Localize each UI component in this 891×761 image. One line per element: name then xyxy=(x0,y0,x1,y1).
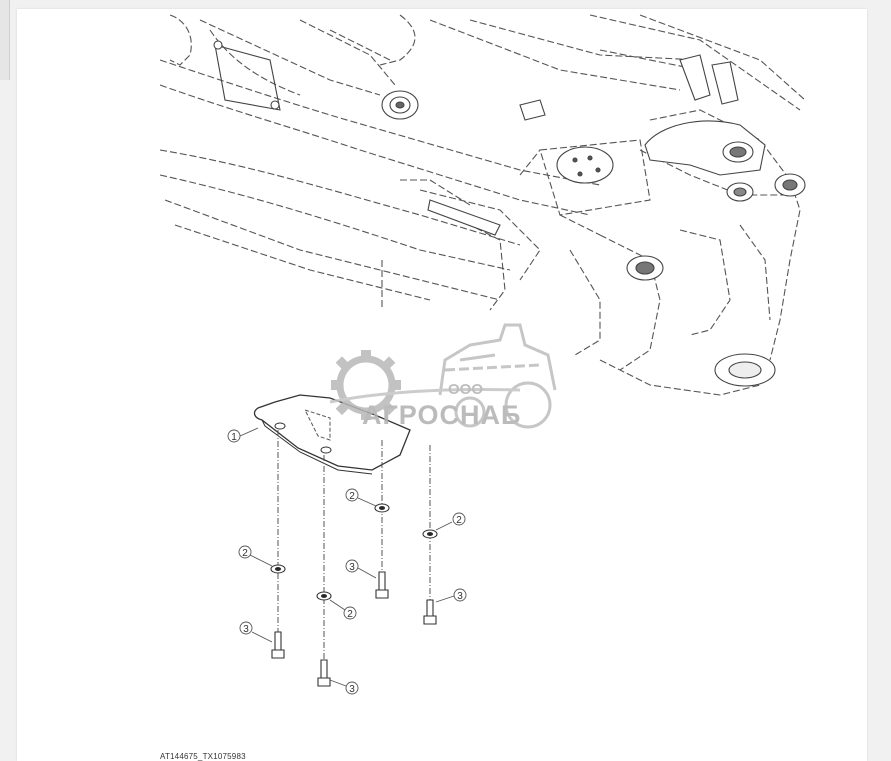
bolt xyxy=(423,599,437,625)
washer xyxy=(422,529,438,539)
callout-3: 3 xyxy=(243,624,249,635)
callout-3: 3 xyxy=(457,591,463,602)
tractor-icon xyxy=(438,323,557,429)
exploded-parts-diagram: 1 2 2 2 2 3 3 3 3 xyxy=(159,14,806,695)
callout-2: 2 xyxy=(349,491,355,502)
callouts xyxy=(227,427,467,695)
callout-2: 2 xyxy=(242,548,248,559)
callout-numbers: 1 2 2 2 2 3 3 3 3 xyxy=(231,432,463,695)
drawing-code: AT144675_TX1075983 xyxy=(160,752,246,761)
watermark-prefix: ООО xyxy=(448,381,483,398)
drawing-sheet: 1 2 2 2 2 3 3 3 3 xyxy=(17,9,867,761)
viewer-side-strip xyxy=(0,0,10,80)
bolt xyxy=(375,571,389,599)
callout-2: 2 xyxy=(456,515,462,526)
callout-2: 2 xyxy=(347,609,353,620)
washer xyxy=(316,591,332,601)
bolt xyxy=(317,659,331,687)
callout-1: 1 xyxy=(231,432,237,443)
callout-3: 3 xyxy=(349,562,355,573)
watermark-name: АГРОСНАБ xyxy=(362,400,521,430)
watermark-logo: ООО АГРОСНАБ xyxy=(329,323,557,430)
callout-3: 3 xyxy=(349,684,355,695)
frame-details xyxy=(213,40,806,387)
washer xyxy=(374,503,390,513)
washer xyxy=(270,564,286,574)
bolt xyxy=(271,631,285,659)
frame-assembly xyxy=(159,14,806,396)
